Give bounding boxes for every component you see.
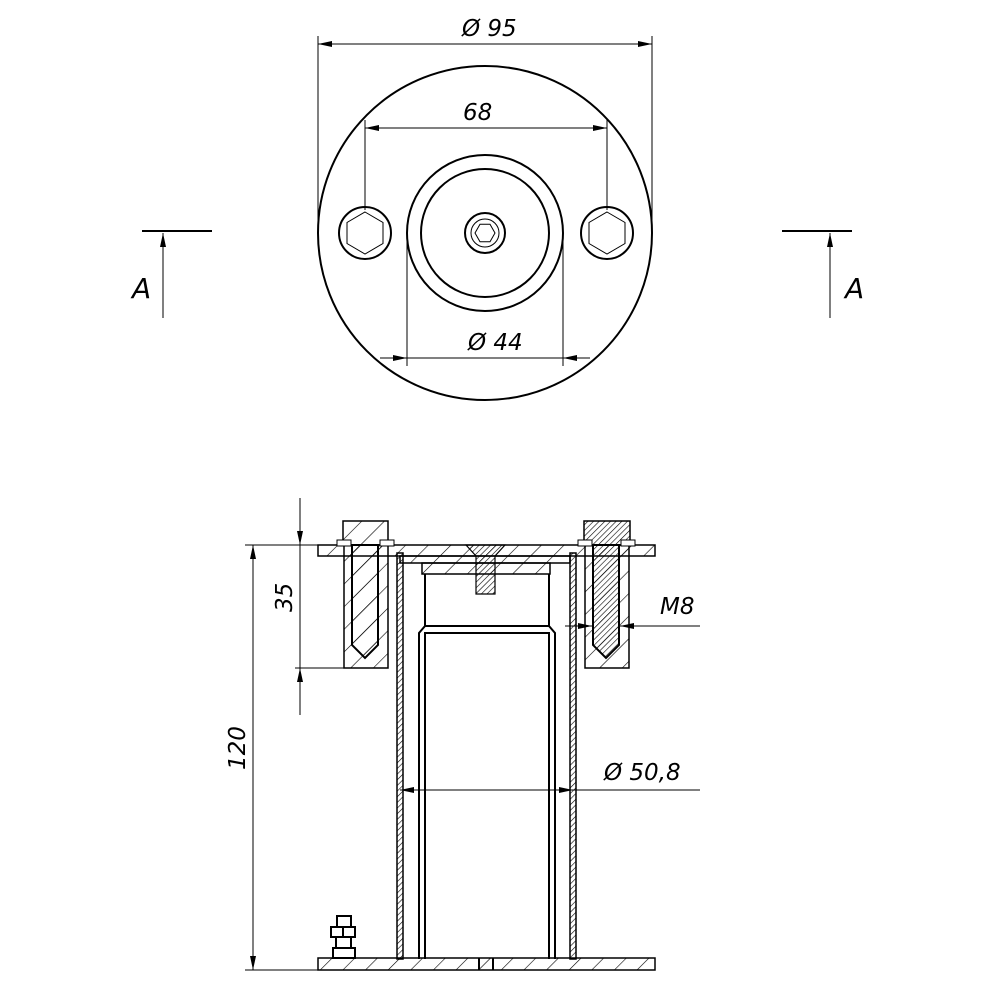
tube-outer-circle: [406, 154, 564, 312]
dim-label-44: Ø 44: [467, 330, 523, 356]
dim-label-120: 120: [225, 726, 251, 770]
base-bolt: [330, 915, 356, 959]
section-view: 120 35 M8 Ø 50,8: [225, 498, 700, 971]
base-plate: [317, 957, 656, 971]
center-screw: [464, 212, 506, 254]
dim-label-50-8: Ø 50,8: [603, 760, 681, 786]
section-marker-right: A: [782, 230, 864, 318]
tube-inner-circle: [420, 168, 550, 298]
svg-text:A: A: [130, 272, 151, 305]
top-view: Ø 95 68 Ø 44 A A: [130, 16, 864, 401]
dim-label-95: Ø 95: [461, 16, 517, 42]
tube-wall-left: [396, 552, 404, 960]
svg-text:A: A: [843, 272, 864, 305]
center-screw: [464, 544, 507, 595]
bolt-head-left: [338, 206, 392, 260]
dim-label-35: 35: [272, 583, 298, 612]
bolt-head-right: [580, 206, 634, 260]
bolt-right: [592, 544, 620, 660]
section-marker-left: A: [130, 230, 212, 318]
bolt-left: [351, 544, 379, 660]
dim-label-m8: M8: [660, 594, 694, 620]
dim-label-68: 68: [463, 100, 492, 126]
hex-socket-icon: [474, 223, 496, 243]
tube-wall-right: [569, 552, 577, 960]
